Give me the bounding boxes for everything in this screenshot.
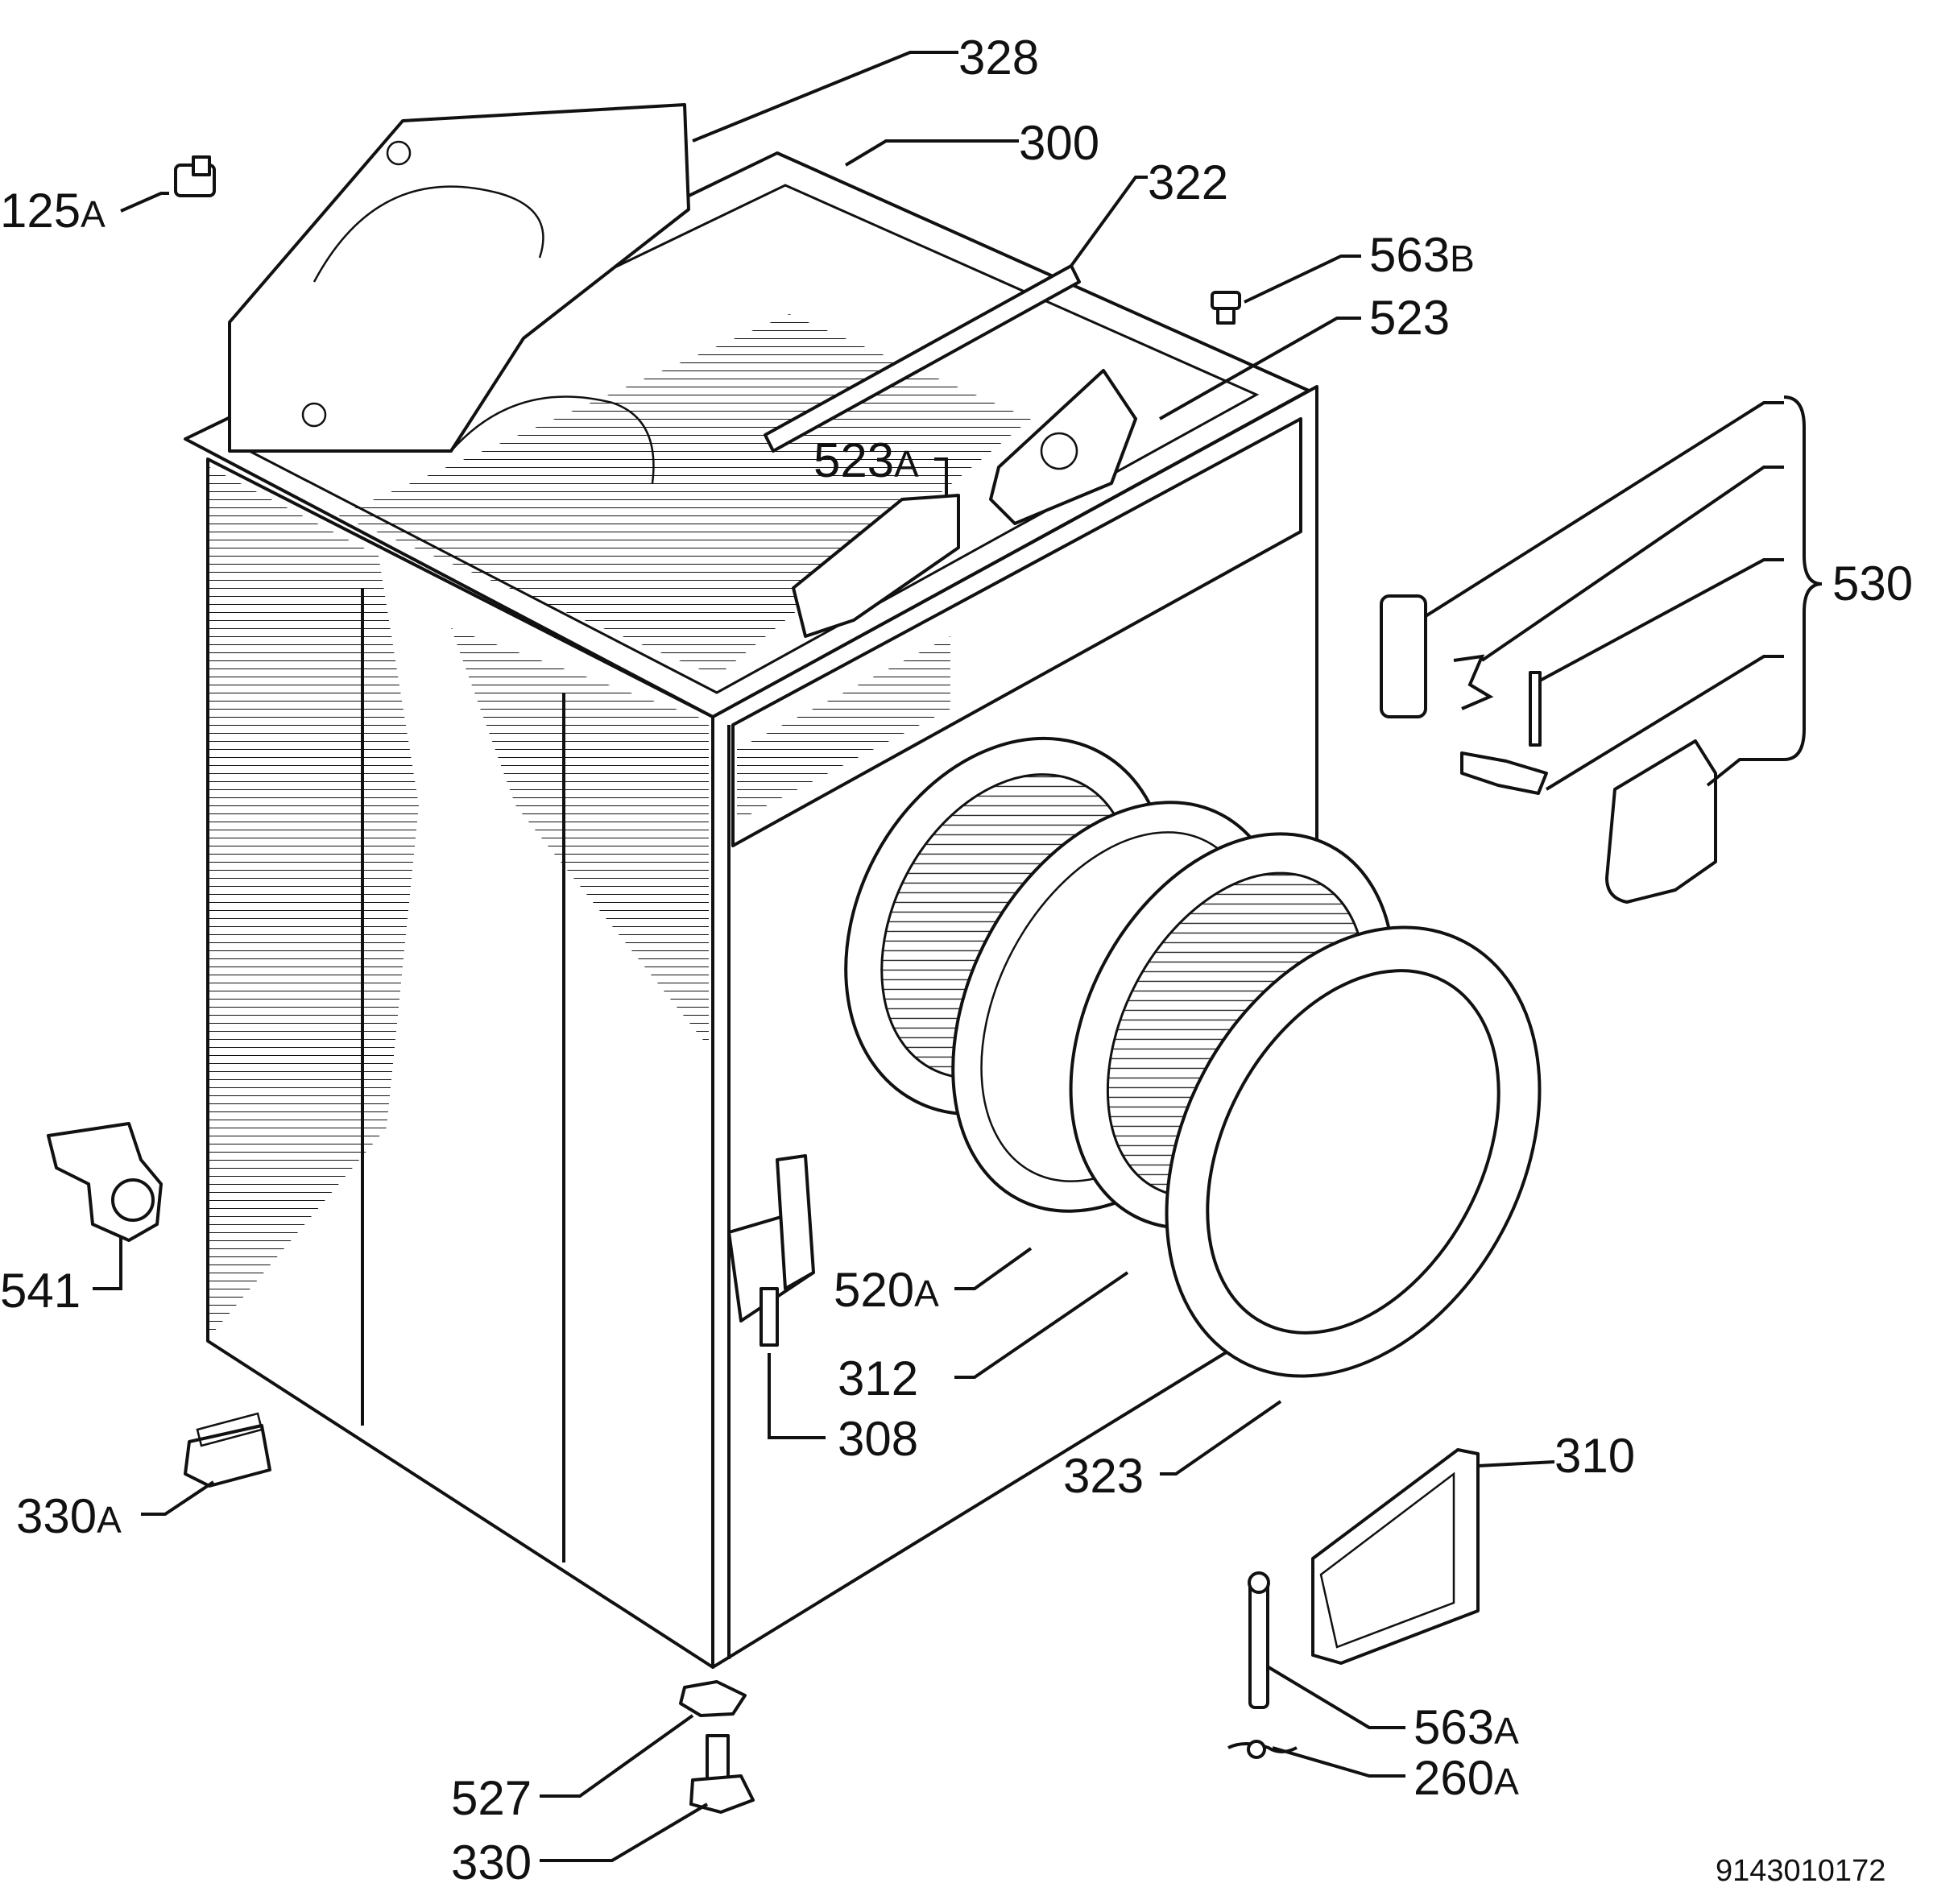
label-530: 530 bbox=[1832, 557, 1913, 611]
lock-spring bbox=[1453, 654, 1494, 710]
part-260a bbox=[1227, 1740, 1298, 1759]
label-563b: 563B bbox=[1369, 228, 1475, 282]
label-523a: 523A bbox=[813, 433, 919, 487]
label-310: 310 bbox=[1554, 1429, 1635, 1483]
part-563b bbox=[1211, 291, 1241, 325]
label-308: 308 bbox=[838, 1412, 918, 1466]
lock-plate bbox=[1380, 594, 1427, 718]
part-125a bbox=[174, 155, 216, 197]
label-328: 328 bbox=[958, 31, 1039, 85]
lock-cover bbox=[1605, 739, 1717, 904]
label-330a: 330A bbox=[16, 1489, 122, 1543]
label-260a: 260A bbox=[1414, 1751, 1519, 1805]
bracket-523-hole bbox=[1040, 432, 1078, 470]
lock-pin bbox=[1529, 671, 1542, 747]
part-563a bbox=[1248, 1571, 1270, 1709]
label-323: 323 bbox=[1063, 1449, 1144, 1503]
part-330a bbox=[184, 1412, 271, 1488]
label-541: 541 bbox=[0, 1264, 81, 1318]
label-125a: 125A bbox=[0, 184, 106, 238]
control-panel-hatch bbox=[737, 636, 950, 822]
drawing-code: 9143010172 bbox=[1716, 1854, 1885, 1888]
cabinet-left-hatch bbox=[209, 467, 419, 1337]
label-312: 312 bbox=[838, 1351, 918, 1405]
label-523: 523 bbox=[1369, 291, 1450, 345]
label-300: 300 bbox=[1019, 116, 1099, 170]
bracket-523a bbox=[792, 494, 960, 638]
leader-lines bbox=[93, 51, 1823, 1862]
bracket-523 bbox=[989, 369, 1137, 525]
part-527 bbox=[679, 1680, 747, 1717]
label-330: 330 bbox=[451, 1836, 532, 1890]
label-527: 527 bbox=[451, 1771, 532, 1825]
lock-lever bbox=[1460, 751, 1548, 795]
door-lock-assembly-530 bbox=[1380, 594, 1717, 904]
part-541 bbox=[47, 1122, 163, 1242]
label-520a: 520A bbox=[834, 1263, 939, 1317]
cross-bar-322 bbox=[764, 264, 1081, 453]
door-frame-323-inner bbox=[1206, 969, 1500, 1335]
door-hinge-308 bbox=[727, 1154, 815, 1347]
rear-panel-328 bbox=[228, 103, 690, 484]
cabinet-left-hatch-2 bbox=[451, 628, 709, 1047]
part-330 bbox=[689, 1734, 755, 1814]
label-563a: 563A bbox=[1414, 1700, 1519, 1754]
label-322: 322 bbox=[1148, 155, 1228, 209]
part-310 bbox=[1311, 1448, 1480, 1665]
